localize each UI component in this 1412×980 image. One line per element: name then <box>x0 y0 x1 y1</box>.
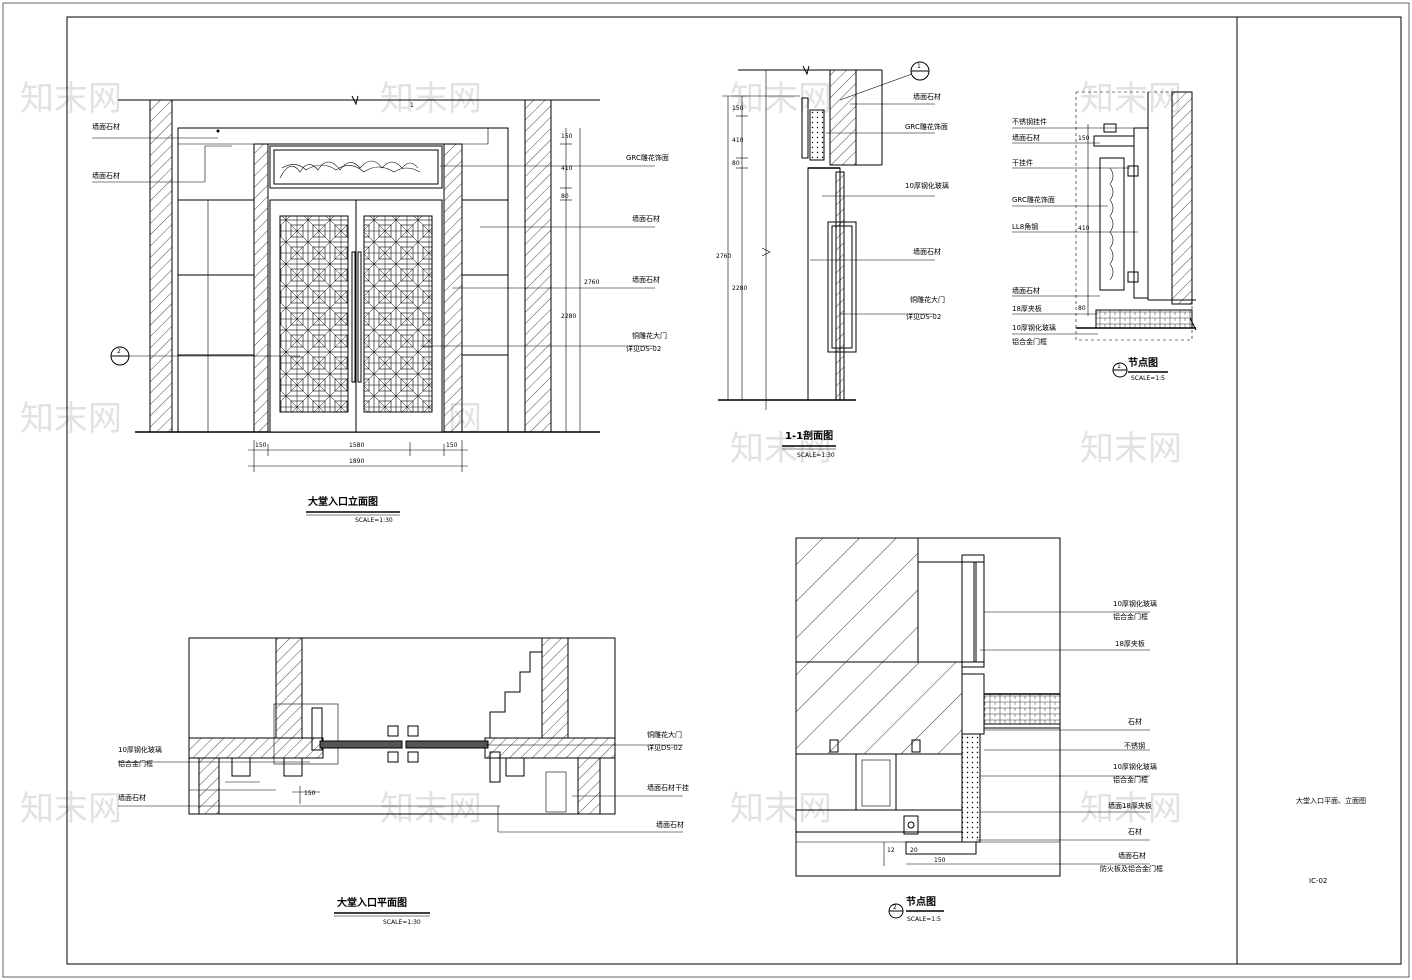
node1-label: 不锈钢挂件 <box>1012 117 1047 126</box>
elevation-view: 1 2 墙面石材 <box>92 95 669 524</box>
node2-label: 石材 <box>1128 827 1142 836</box>
watermark: 知末网 <box>20 789 122 829</box>
label-right: 铜雕花大门 <box>632 331 667 340</box>
section-mark: 1 <box>917 63 921 70</box>
watermark: 知末网 <box>1080 79 1182 119</box>
section-label: 墙面石材 <box>913 92 941 101</box>
node2-label: 铝合金门框 <box>1113 775 1148 784</box>
label-left: 墙面石材 <box>92 171 120 180</box>
label-right: 墙面石材 <box>632 275 660 284</box>
section-label: GRC雕花饰面 <box>905 122 948 131</box>
node1-title: 节点图 <box>1128 356 1158 369</box>
dim: 150 <box>732 105 744 112</box>
node-detail-2: 10厚钢化玻璃 铝合金门框 18厚夹板 石材 不锈钢 10厚钢化玻璃 铝合金门框… <box>795 537 1163 923</box>
dim: 1890 <box>349 458 364 465</box>
node2-mark: 2 <box>893 904 897 911</box>
node2-label: 石材 <box>1128 717 1142 726</box>
section-label: 10厚钢化玻璃 <box>905 181 949 190</box>
section-view: 1 墙面石材 GRC雕花饰面 10厚钢化玻璃 墙面石材 铜雕花大门 详见DS-0… <box>716 61 949 459</box>
plan-label: 详见DS-02 <box>647 743 682 752</box>
watermark: 知末网 <box>380 79 482 119</box>
node1-mark: 1 <box>1117 363 1121 370</box>
dim: 150 <box>255 442 267 449</box>
dim: 2280 <box>561 313 576 320</box>
node2-label: 墙面18厚夹板 <box>1108 801 1152 810</box>
section-label: 墙面石材 <box>913 247 941 256</box>
plan-label: 铝合金门框 <box>118 759 153 768</box>
plan-label: 铜雕花大门 <box>647 730 682 739</box>
node1-label: GRC雕花饰面 <box>1012 195 1055 204</box>
section-scale: SCALE=1:30 <box>797 452 835 459</box>
section-label: 详见DS-02 <box>906 312 941 321</box>
dim: 150 <box>934 857 946 864</box>
label-right: GRC雕花饰面 <box>626 153 669 162</box>
dim: 2280 <box>732 285 747 292</box>
elevation-title: 大堂入口立面图 <box>308 495 378 508</box>
detail-callout: 2 <box>117 348 121 355</box>
dim: 1580 <box>349 442 364 449</box>
plan-scale: SCALE=1:30 <box>383 919 421 926</box>
dim: 2760 <box>716 253 731 260</box>
node2-label: 10厚钢化玻璃 <box>1113 599 1157 608</box>
title-block: 大堂入口平面、立面图 IC-02 <box>1296 796 1366 885</box>
dim: 410 <box>561 165 573 172</box>
dim: 20 <box>910 847 918 854</box>
node2-label: 18厚夹板 <box>1115 639 1145 648</box>
node1-label: 干挂件 <box>1012 158 1033 167</box>
node2-label: 不锈钢 <box>1124 741 1145 750</box>
drawing-name: 大堂入口平面、立面图 <box>1296 796 1366 805</box>
node1-label: 铝合金门框 <box>1012 337 1047 346</box>
label-right: 详见DS-02 <box>626 344 661 353</box>
dim: 80 <box>1078 305 1086 312</box>
dim: 150 <box>1078 135 1090 142</box>
watermark: 知末网 <box>20 399 122 439</box>
dim: 80 <box>732 160 740 167</box>
dim: 2760 <box>584 279 599 286</box>
watermark: 知末网 <box>380 789 482 829</box>
node2-label: 铝合金门框 <box>1113 612 1148 621</box>
dim: 80 <box>561 193 569 200</box>
node1-label: 墙面石材 <box>1012 286 1040 295</box>
watermark: 知末网 <box>730 789 832 829</box>
watermark: 知末网 <box>1080 429 1182 469</box>
plan-label: 10厚钢化玻璃 <box>118 745 162 754</box>
plan-title: 大堂入口平面图 <box>337 896 407 909</box>
watermark: 知末网 <box>1080 789 1182 829</box>
node1-label: LL8角钢 <box>1012 222 1038 231</box>
plan-label: 墙面石材干挂 <box>647 783 689 792</box>
drawing-number: IC-02 <box>1309 877 1327 885</box>
dim: 12 <box>887 847 895 854</box>
elevation-scale: SCALE=1:30 <box>355 517 393 524</box>
dim: 410 <box>732 137 744 144</box>
plan-label: 墙面石材 <box>118 793 146 802</box>
node1-label: 10厚钢化玻璃 <box>1012 323 1056 332</box>
dim: 150 <box>446 442 458 449</box>
node2-label: 墙面石材 <box>1118 851 1146 860</box>
plan-label: 墙面石材 <box>656 820 684 829</box>
label-right: 墙面石材 <box>632 214 660 223</box>
label-left: 墙面石材 <box>92 122 120 131</box>
watermark-layer: 知末网 知末网 知末网 知末网 知末网 知末网 知末网 知末网 知末网 知末网 … <box>20 79 1182 829</box>
node1-label: 墙面石材 <box>1012 133 1040 142</box>
dim: 150 <box>304 790 316 797</box>
dim: 150 <box>561 133 573 140</box>
node2-scale: SCALE=1:5 <box>907 916 941 923</box>
watermark: 知末网 <box>20 79 122 119</box>
node1-label: 18厚夹板 <box>1012 304 1042 313</box>
node-detail-1: 不锈钢挂件 墙面石材 干挂件 GRC雕花饰面 LL8角钢 墙面石材 18厚夹板 … <box>1012 91 1197 382</box>
node1-scale: SCALE=1:5 <box>1131 375 1165 382</box>
section-title: 1-1剖面图 <box>785 429 833 442</box>
node2-label: 防火板及铝合金门框 <box>1100 864 1163 873</box>
node2-title: 节点图 <box>906 895 936 908</box>
node2-label: 10厚钢化玻璃 <box>1113 762 1157 771</box>
plan-view: 10厚钢化玻璃 铝合金门框 墙面石材 铜雕花大门 详见DS-02 墙面石材干挂 … <box>118 637 689 926</box>
section-cut-mark: 1 <box>410 102 414 109</box>
section-label: 铜雕花大门 <box>910 295 945 304</box>
dim: 410 <box>1078 225 1090 232</box>
